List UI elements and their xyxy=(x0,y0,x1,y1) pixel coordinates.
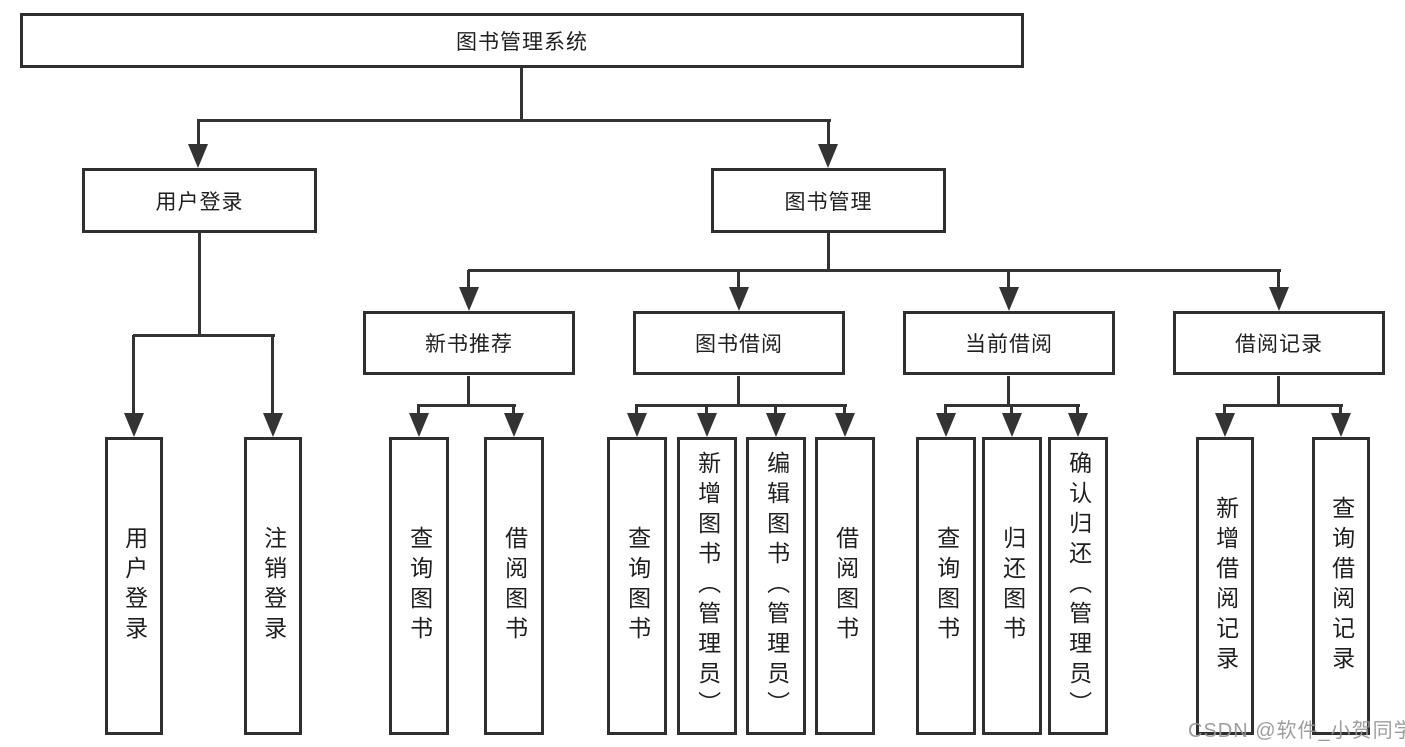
leaf-recommend-borrow-books: 借阅图书 xyxy=(484,437,544,735)
connector-line xyxy=(635,404,847,407)
connector-line xyxy=(417,405,420,415)
connector-line xyxy=(774,405,777,415)
connector-arrowhead xyxy=(1269,287,1289,311)
connector-line xyxy=(271,335,274,415)
connector-line xyxy=(1339,405,1342,415)
leaf-logout-login: 注销登录 xyxy=(244,437,302,735)
connector-arrowhead xyxy=(504,413,524,437)
connector-line xyxy=(944,405,947,415)
connector-arrowhead xyxy=(1331,413,1351,437)
connector-arrowhead xyxy=(188,144,208,168)
connector-arrowhead xyxy=(697,413,717,437)
connector-line xyxy=(635,405,638,415)
connector-arrowhead xyxy=(835,413,855,437)
connector-line xyxy=(512,405,515,415)
connector-arrowhead xyxy=(999,287,1019,311)
leaf-current-return-books: 归还图书 xyxy=(982,437,1042,735)
leaf-current-confirm-return-admin: 确认归还（管理员） xyxy=(1048,437,1108,735)
connector-arrowhead xyxy=(936,413,956,437)
connector-line xyxy=(520,68,523,121)
connector-line xyxy=(843,405,846,415)
leaf-borrow-query-books: 查询图书 xyxy=(607,437,667,735)
connector-line xyxy=(827,120,830,146)
leaf-borrow-borrow-books: 借阅图书 xyxy=(815,437,875,735)
leaf-current-query-books: 查询图书 xyxy=(916,437,976,735)
connector-line xyxy=(1223,405,1226,415)
leaf-label: 用户登录 xyxy=(121,526,148,646)
connector-arrowhead xyxy=(124,413,144,437)
connector-line xyxy=(1277,270,1280,289)
connector-line xyxy=(1010,405,1013,415)
connector-line xyxy=(1007,270,1010,289)
connector-line xyxy=(467,270,470,289)
connector-line xyxy=(827,233,830,271)
node-borrowing-records: 借阅记录 xyxy=(1173,311,1385,375)
connector-line xyxy=(467,376,470,405)
csdn-watermark: CSDN @软件_小贺同学 xyxy=(1188,720,1405,742)
node-new-book-recommendation: 新书推荐 xyxy=(363,311,575,375)
connector-line xyxy=(737,270,740,289)
connector-line xyxy=(1076,405,1079,415)
connector-arrowhead xyxy=(818,144,838,168)
leaf-label: 编辑图书（管理员） xyxy=(763,451,790,721)
connector-arrowhead xyxy=(1215,413,1235,437)
leaf-records-add-record: 新增借阅记录 xyxy=(1196,437,1254,735)
connector-arrowhead xyxy=(263,413,283,437)
connector-line xyxy=(133,334,275,337)
leaf-borrow-edit-books-admin: 编辑图书（管理员） xyxy=(746,437,806,735)
leaf-label: 新增借阅记录 xyxy=(1212,496,1239,676)
node-user-login-group: 用户登录 xyxy=(82,168,317,233)
connector-arrowhead xyxy=(459,287,479,311)
leaf-borrow-add-books-admin: 新增图书（管理员） xyxy=(677,437,737,735)
connector-line xyxy=(1007,376,1010,405)
node-book-borrowing: 图书借阅 xyxy=(633,311,845,375)
connector-line xyxy=(1223,404,1343,407)
connector-arrowhead xyxy=(409,413,429,437)
leaf-label: 注销登录 xyxy=(260,526,287,646)
leaf-label: 确认归还（管理员） xyxy=(1065,451,1092,721)
leaf-label: 归还图书 xyxy=(999,526,1026,646)
connector-line xyxy=(468,269,1281,272)
connector-line xyxy=(705,405,708,415)
connector-line xyxy=(197,119,831,122)
leaf-records-query-record: 查询借阅记录 xyxy=(1312,437,1370,735)
connector-line xyxy=(1277,376,1280,405)
node-book-management: 图书管理 xyxy=(711,168,946,233)
connector-line xyxy=(737,376,740,405)
connector-line xyxy=(197,120,200,146)
leaf-label: 查询图书 xyxy=(933,526,960,646)
connector-arrowhead xyxy=(1068,413,1088,437)
leaf-label: 新增图书（管理员） xyxy=(694,451,721,721)
leaf-label: 查询借阅记录 xyxy=(1328,496,1355,676)
leaf-label: 借阅图书 xyxy=(832,526,859,646)
leaf-label: 查询图书 xyxy=(406,526,433,646)
connector-arrowhead xyxy=(766,413,786,437)
leaf-recommend-query-books: 查询图书 xyxy=(389,437,449,735)
leaf-label: 查询图书 xyxy=(624,526,651,646)
connector-line xyxy=(417,404,516,407)
node-library-management-system: 图书管理系统 xyxy=(20,13,1024,68)
connector-arrowhead xyxy=(627,413,647,437)
connector-line xyxy=(132,335,135,415)
leaf-label: 借阅图书 xyxy=(501,526,528,646)
leaf-user-login: 用户登录 xyxy=(105,437,163,735)
connector-line xyxy=(198,233,201,336)
connector-arrowhead xyxy=(729,287,749,311)
node-current-borrowing: 当前借阅 xyxy=(903,311,1115,375)
connector-arrowhead xyxy=(1002,413,1022,437)
